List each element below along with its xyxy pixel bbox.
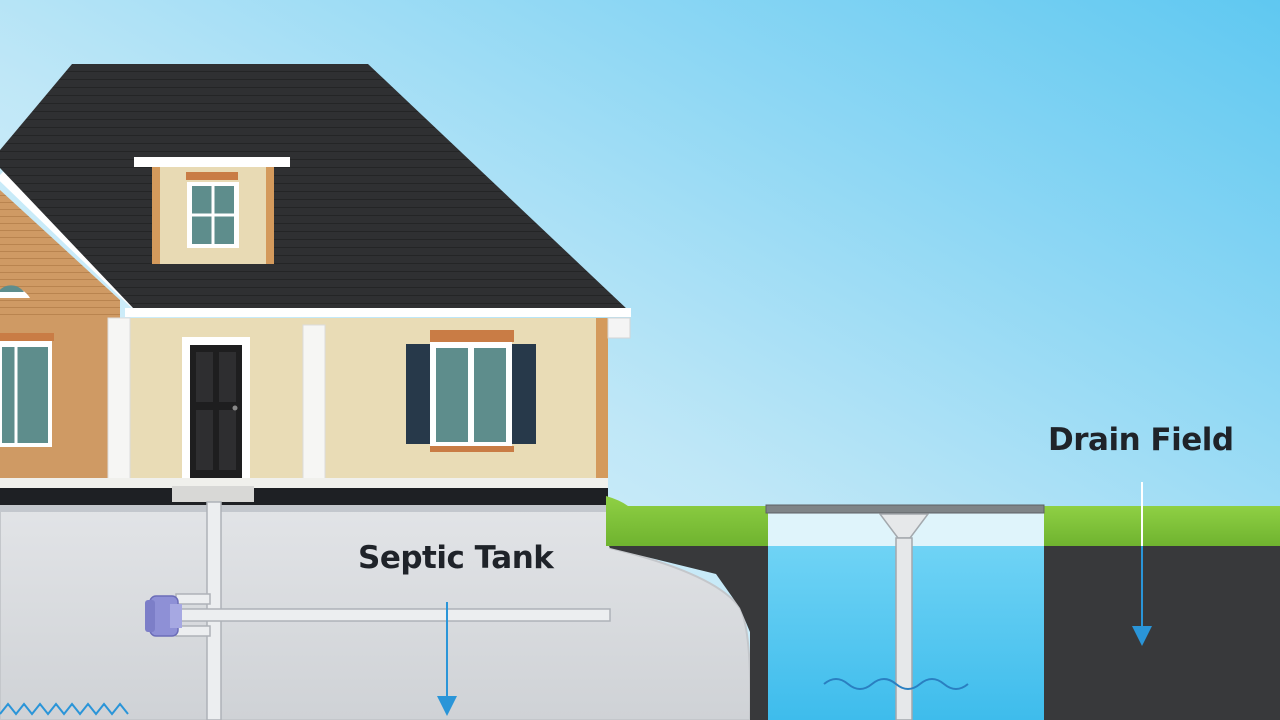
- front-door: [182, 337, 250, 480]
- front-window: [406, 330, 536, 452]
- foundation-top: [0, 478, 608, 488]
- soil: [1044, 544, 1280, 720]
- soil: [608, 544, 768, 720]
- porch-step: [172, 486, 254, 502]
- water-wave-icon: [0, 702, 129, 716]
- gutter: [607, 317, 631, 339]
- pipe-icon: [175, 501, 611, 720]
- water-wave-icon: [823, 678, 969, 690]
- dormer: [134, 157, 290, 264]
- grass-icon: [1044, 506, 1280, 546]
- funnel-icon: [878, 513, 930, 720]
- house-icon: [0, 64, 631, 506]
- tank-top-edge: [0, 506, 608, 512]
- column: [107, 317, 131, 481]
- arched-window: [0, 285, 30, 298]
- wall-trim-right: [596, 318, 608, 480]
- distribution-pipe: [765, 504, 1045, 514]
- drain-field-label: Drain Field: [1048, 422, 1234, 458]
- grass-icon: [606, 496, 768, 546]
- valve-icon: [145, 595, 182, 637]
- septic-tank-label: Septic Tank: [358, 540, 554, 576]
- roof-fascia: [125, 308, 631, 317]
- foundation: [0, 488, 608, 506]
- left-window: [0, 333, 54, 447]
- column: [302, 324, 326, 481]
